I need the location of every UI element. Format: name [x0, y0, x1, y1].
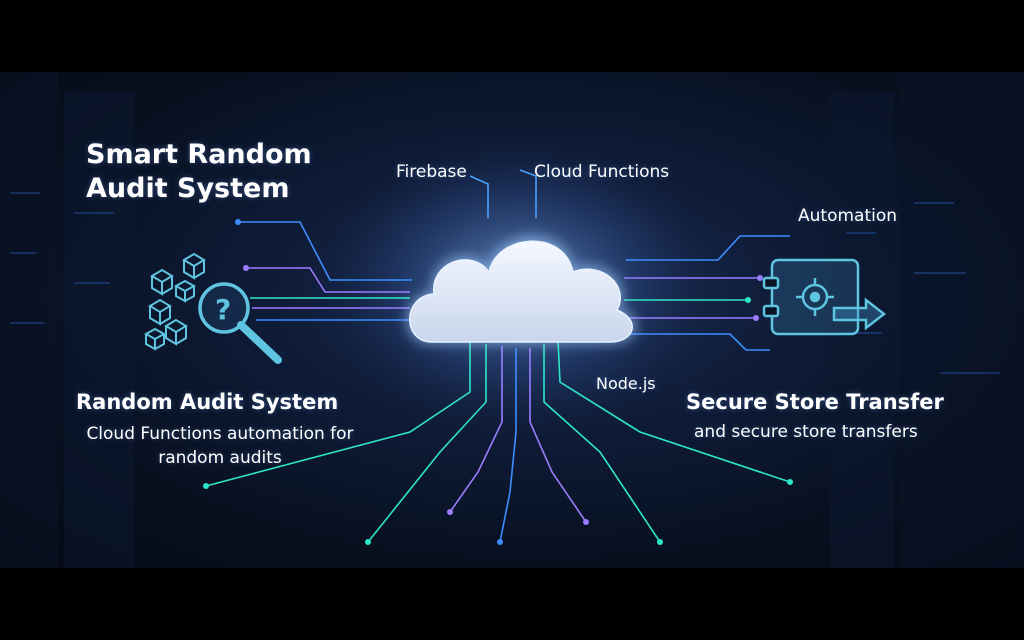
- data-cubes-icon: [143, 252, 206, 351]
- title-line-1: Smart Random: [86, 139, 312, 170]
- cloud-functions-label: Cloud Functions: [534, 162, 670, 182]
- diagram-title: Smart Random Audit System: [86, 138, 312, 206]
- firebase-label: Firebase: [396, 162, 467, 182]
- cloud-icon: [406, 235, 637, 344]
- letterbox-bottom: [0, 568, 1024, 640]
- letterbox-top: [0, 0, 1024, 72]
- connection-lines: [205, 169, 791, 543]
- nodejs-label: Node.js: [596, 374, 656, 393]
- server-racks-background: [0, 72, 1024, 568]
- random-audit-description: Cloud Functions automation for random au…: [86, 424, 354, 468]
- random-audit-heading: Random Audit System: [76, 390, 339, 414]
- secure-transfer-icon: [762, 258, 887, 336]
- diagram-scene: ? Smart Random Audit System Firebase Clo…: [0, 72, 1024, 568]
- automation-label: Automation: [798, 206, 898, 226]
- title-line-2: Audit System: [86, 173, 290, 204]
- magnifier-question-icon: ?: [143, 252, 282, 364]
- secure-transfer-description: and secure store transfers: [694, 422, 918, 442]
- line-endpoints: [203, 219, 793, 545]
- secure-transfer-heading: Secure Store Transfer: [686, 390, 944, 414]
- diagram-graphics: ?: [0, 72, 1024, 568]
- svg-text:?: ?: [215, 293, 231, 326]
